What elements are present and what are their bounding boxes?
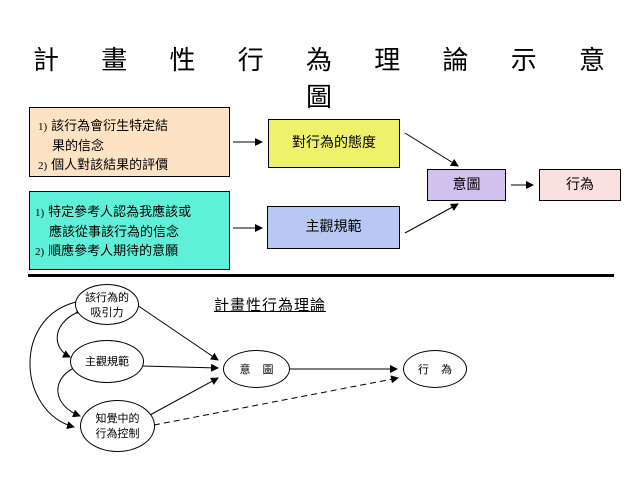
belief-item: 1)特定參考人認為我應該或 (35, 205, 192, 220)
belief-item: 1)該行為會衍生特定結 (38, 119, 169, 134)
curved-arrow-attraction-control (29, 296, 84, 430)
section-divider (28, 274, 614, 277)
behavioral-beliefs-box: 1)該行為會衍生特定結 果的信念 2)個人對該結果的評價 (29, 107, 230, 177)
section-subtitle: 計畫性行為理論 (214, 296, 327, 314)
belief-item: 2)順應參考人期待的意願 (35, 244, 179, 259)
curved-arrow-attraction-norm (56, 306, 85, 358)
node-subjective-norm: 主觀規範 (70, 340, 144, 383)
attitude-box: 對行為的態度 (268, 119, 400, 168)
curved-arrow-norm-control (57, 362, 81, 418)
node-behavior: 行為 (403, 350, 467, 388)
node-intention: 意圖 (223, 350, 290, 388)
arrow-attraction-to-intention (133, 302, 219, 361)
arrow-norm-to-intention-bottom (141, 363, 219, 372)
belief-item-continuation: 果的信念 (52, 139, 105, 154)
node-attraction: 該行為的吸引力 (75, 284, 139, 325)
arrow-norm-to-intention (404, 203, 459, 234)
dashed-arrow-control-to-behavior (153, 375, 399, 426)
arrow-control-to-intention (149, 377, 219, 416)
belief-item-continuation: 應該從事該行為的信念 (49, 225, 180, 240)
subjective-norm-box: 主觀規範 (267, 206, 400, 249)
arrow-attitude-to-intention (404, 132, 459, 167)
normative-beliefs-box: 1)特定參考人認為我應該或 應該從事該行為的信念 2)順應參考人期待的意願 (29, 191, 230, 270)
intention-box: 意圖 (427, 169, 506, 201)
behavior-box: 行為 (539, 169, 621, 201)
node-perceived-control: 知覺中的行為控制 (80, 400, 155, 452)
belief-item: 2)個人對該結果的評價 (38, 158, 169, 173)
page-title: 計 畫 性 行 為 理 論 示 意 圖 (32, 46, 623, 113)
